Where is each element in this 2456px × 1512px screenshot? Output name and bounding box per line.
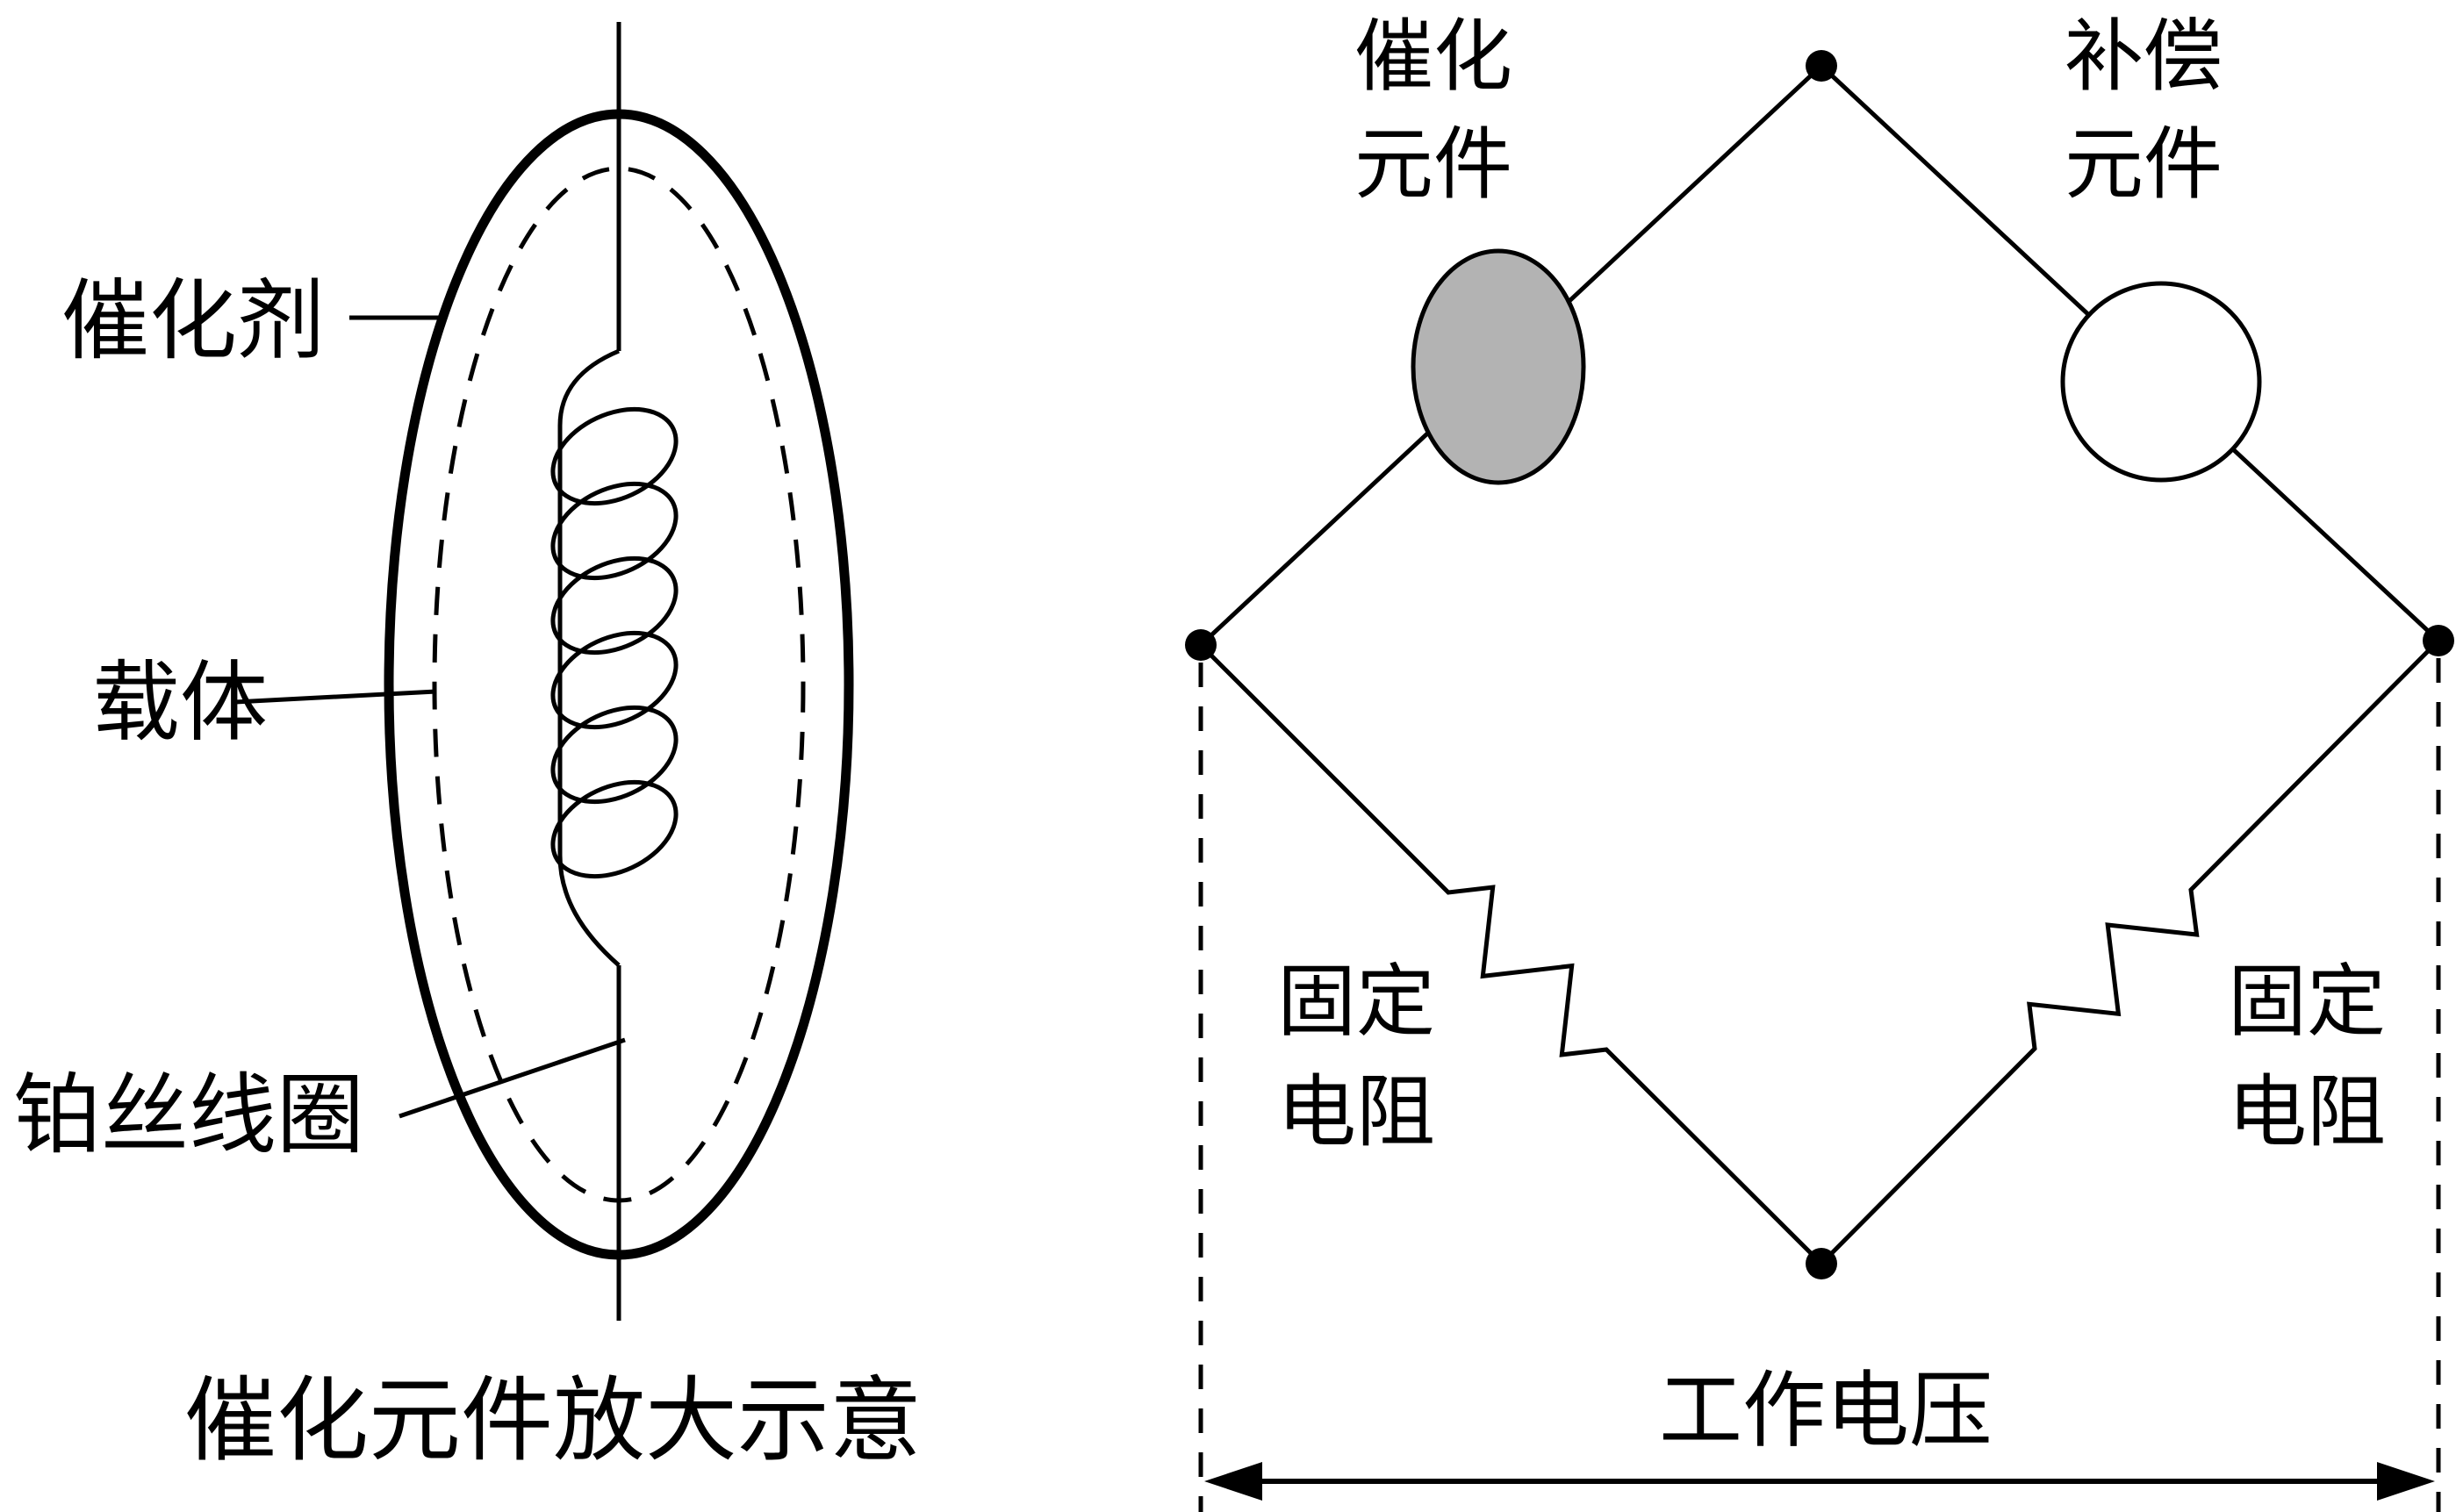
arrowhead-right-icon <box>2377 1462 2435 1501</box>
compensation-element-label: 补偿 元件 <box>2065 14 2223 209</box>
carrier-leader-line <box>234 689 437 705</box>
fixed-resistor-left-label-line2: 电阻 <box>1277 1070 1435 1157</box>
coil-loop <box>550 705 679 805</box>
bridge-circuit-figure: 催化 元件 补偿 元件 固定 电阻 固定 电阻 工作电压 <box>1185 14 2454 1512</box>
working-voltage-label: 工作电压 <box>1659 1365 1993 1458</box>
node-top <box>1806 50 1837 82</box>
catalyst-label: 催化剂 <box>61 273 325 370</box>
catalytic-element-label: 催化 元件 <box>1354 14 1512 209</box>
compensation-element-label-line1: 补偿 <box>2065 14 2223 101</box>
coil-loop <box>550 630 679 730</box>
node-right <box>2423 625 2454 656</box>
compensation-element-label-line2: 元件 <box>2065 122 2223 209</box>
fixed-resistor-right-label-line2: 电阻 <box>2228 1070 2386 1157</box>
outer-catalyst-shell <box>384 109 854 1260</box>
catalytic-element-label-line2: 元件 <box>1354 122 1512 209</box>
fixed-resistor-right-label: 固定 电阻 <box>2228 959 2386 1157</box>
platinum-coil <box>550 406 679 879</box>
catalytic-element-symbol <box>1411 248 1586 485</box>
figure-caption: 催化元件放大示意 <box>184 1370 922 1473</box>
fixed-resistor-left-label-line1: 固定 <box>1277 959 1435 1046</box>
catalytic-element-label-line1: 催化 <box>1354 14 1512 101</box>
node-bottom <box>1806 1248 1837 1279</box>
fixed-resistor-left-label: 固定 电阻 <box>1277 959 1435 1157</box>
coil-back-wire <box>557 348 621 967</box>
coil-loop <box>550 555 679 656</box>
platinum-coil-label: 铂丝线圈 <box>13 1067 364 1164</box>
coil-loop <box>550 481 679 581</box>
compensation-element-symbol <box>2060 281 2262 483</box>
arrowhead-left-icon <box>1204 1462 1262 1501</box>
coil-loop <box>550 779 679 879</box>
coil-loop <box>550 406 679 506</box>
coil-leader-line <box>399 1037 626 1119</box>
branch-bottom-left-resistor <box>1199 643 1823 1265</box>
branch-bottom-right-resistor <box>1820 639 2440 1265</box>
carrier-label: 载体 <box>92 655 268 752</box>
node-left <box>1185 629 1217 661</box>
fixed-resistor-right-label-line1: 固定 <box>2228 959 2386 1046</box>
inner-carrier-boundary <box>432 166 806 1203</box>
enlarged-element-figure: 催化剂 载体 铂丝线圈 催化元件放大示意 <box>13 22 922 1473</box>
